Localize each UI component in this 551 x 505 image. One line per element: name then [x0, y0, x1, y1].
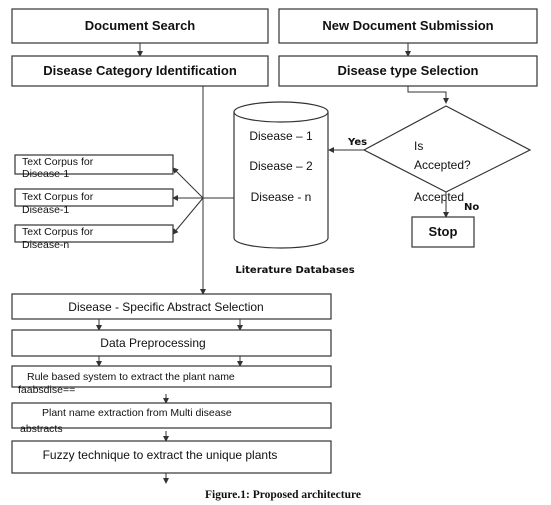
arrow-to-corpus-1	[172, 167, 204, 199]
svg-text:Disease-1: Disease-1	[22, 204, 69, 216]
svg-text:Text Corpus for: Text Corpus for	[22, 156, 94, 168]
svg-text:abstracts: abstracts	[20, 423, 63, 435]
svg-text:New Document Submission: New Document Submission	[322, 18, 493, 33]
text-corpus-disease-1b-node: Text Corpus for Disease-1	[14, 188, 174, 216]
svg-text:Is: Is	[414, 139, 423, 153]
yes-label: Yes	[347, 137, 367, 148]
accepted-label: Accepted	[414, 190, 464, 204]
is-accepted-decision-node: Is Accepted?	[362, 105, 532, 193]
literature-databases-label: Literature Databases	[235, 265, 354, 276]
svg-text:Rule based system to extract t: Rule based system to extract the plant n…	[27, 371, 235, 383]
disease-category-identification-node: Disease Category Identification	[11, 55, 269, 87]
svg-text:Disease - n: Disease - n	[251, 190, 312, 204]
new-document-submission-node: New Document Submission	[278, 8, 538, 44]
svg-text:Disease-1: Disease-1	[22, 168, 69, 180]
svg-text:Disease Category Identificatio: Disease Category Identification	[43, 63, 237, 78]
figure-caption: Figure.1: Proposed architecture	[205, 489, 361, 501]
stop-node: Stop	[411, 216, 475, 248]
svg-text:Plant name extraction from Mul: Plant name extraction from Multi disease	[42, 407, 232, 419]
arrow-type-to-decision	[407, 86, 449, 104]
no-label: No	[464, 202, 479, 213]
svg-text:faabsdise==: faabsdise==	[18, 384, 75, 396]
svg-text:Stop: Stop	[429, 224, 458, 239]
abstract-selection-node: Disease - Specific Abstract Selection	[11, 293, 332, 320]
document-search-node: Document Search	[11, 8, 269, 44]
rule-based-system-node: Rule based system to extract the plant n…	[11, 365, 332, 396]
svg-text:Document Search: Document Search	[85, 18, 196, 33]
plant-name-extraction-node: Plant name extraction from Multi disease…	[11, 402, 332, 435]
text-corpus-disease-1-node: Text Corpus for Disease-1	[14, 154, 174, 180]
svg-text:Disease-n: Disease-n	[22, 239, 69, 251]
literature-database-cylinder: Disease – 1 Disease – 2 Disease - n	[233, 101, 329, 249]
text-corpus-disease-n-node: Text Corpus for Disease-n	[14, 224, 174, 251]
svg-text:Fuzzy technique to extract the: Fuzzy technique to extract the unique pl…	[43, 448, 278, 462]
svg-text:Text Corpus for: Text Corpus for	[22, 226, 94, 238]
disease-type-selection-node: Disease type Selection	[278, 55, 538, 87]
svg-text:Disease – 2: Disease – 2	[249, 159, 313, 173]
svg-text:Disease – 1: Disease – 1	[249, 129, 313, 143]
arrow-to-corpus-n	[172, 197, 204, 235]
svg-text:Data Preprocessing: Data Preprocessing	[100, 336, 205, 350]
svg-text:Accepted?: Accepted?	[414, 158, 471, 172]
fuzzy-technique-node: Fuzzy technique to extract the unique pl…	[11, 440, 332, 474]
data-preprocessing-node: Data Preprocessing	[11, 329, 332, 357]
svg-text:Disease type Selection: Disease type Selection	[338, 63, 479, 78]
svg-text:Disease - Specific Abstract Se: Disease - Specific Abstract Selection	[68, 300, 263, 314]
svg-text:Text Corpus for: Text Corpus for	[22, 191, 94, 203]
